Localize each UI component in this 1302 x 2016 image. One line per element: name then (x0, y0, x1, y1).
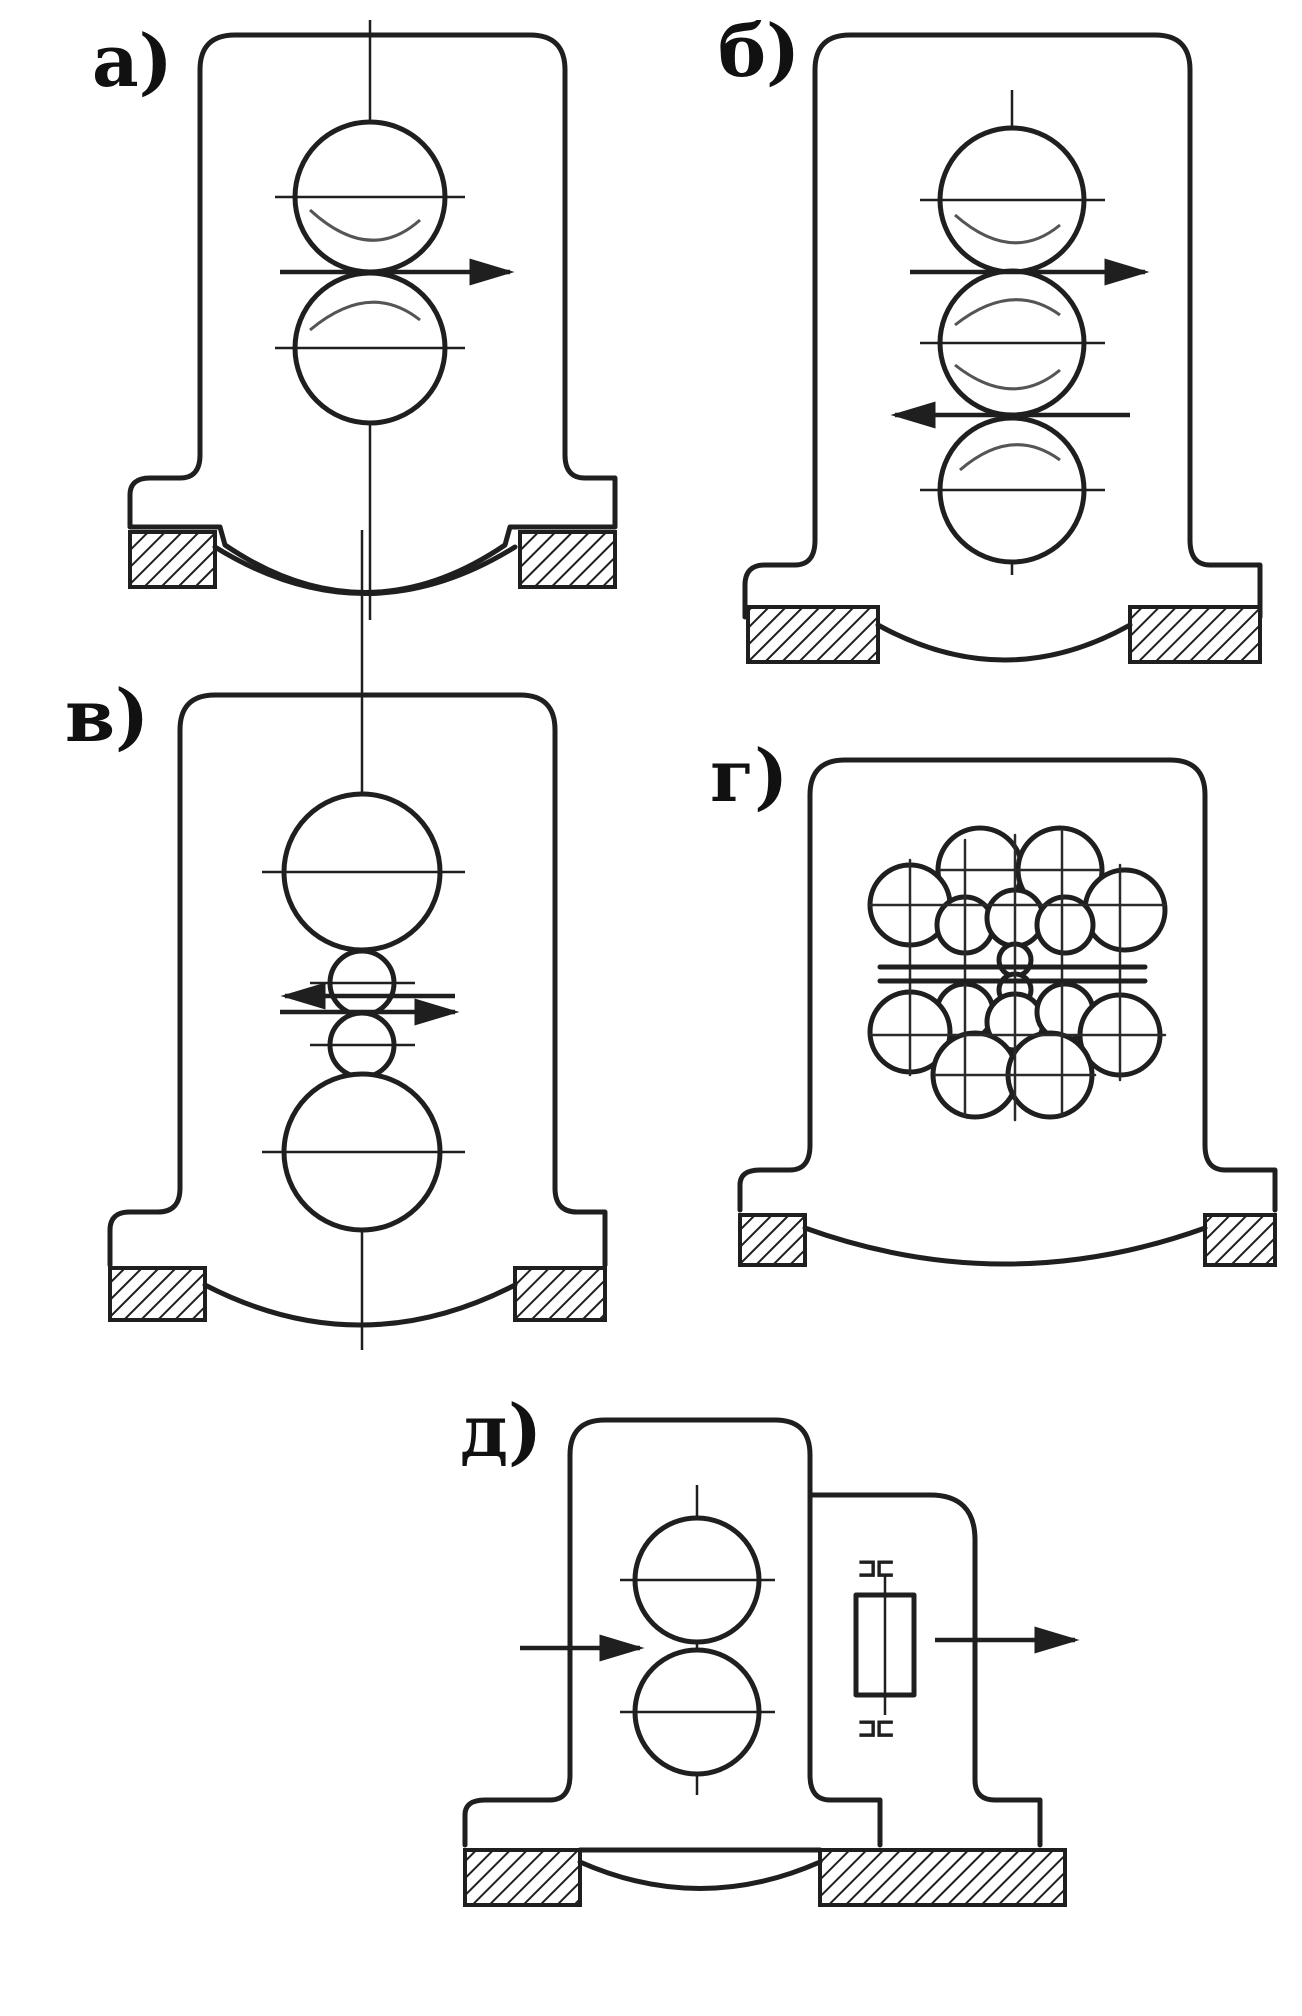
label-d: д) (460, 1388, 543, 1473)
stand-d-foundation-left (463, 1848, 582, 1907)
stand-d-housing (462, 1417, 1043, 1848)
stand-a-foundation-left (128, 530, 217, 589)
stand-b (742, 32, 1263, 664)
stand-v-foundation-left (108, 1266, 207, 1322)
stand-g (737, 757, 1278, 1267)
stand-v (107, 530, 608, 1350)
stand-v-foundation-right (513, 1266, 607, 1322)
stand-g-housing (737, 757, 1278, 1213)
label-a: а) (92, 18, 173, 103)
label-g: г) (710, 733, 789, 818)
stand-g-foundation-right (1203, 1213, 1277, 1267)
stand-g-roll-cluster (867, 825, 1168, 1122)
stand-d-bearing-bottom: ⊐⊏ (858, 1711, 894, 1746)
stand-d: ⊐⊏ ⊐⊏ (462, 1417, 1080, 1907)
label-v: в) (65, 673, 150, 758)
stand-b-foundation-left (746, 605, 880, 664)
stand-a-foundation-right (518, 530, 617, 589)
stand-d-bearing-top: ⊐⊏ (858, 1551, 894, 1586)
stand-g-foundation-left (738, 1213, 807, 1267)
stand-v-housing (107, 692, 608, 1268)
stand-b-foundation-right (1128, 605, 1262, 664)
label-b: б) (718, 8, 801, 93)
stand-b-housing (742, 32, 1263, 620)
stand-a (127, 20, 618, 620)
stand-d-foundation-right (818, 1848, 1067, 1907)
